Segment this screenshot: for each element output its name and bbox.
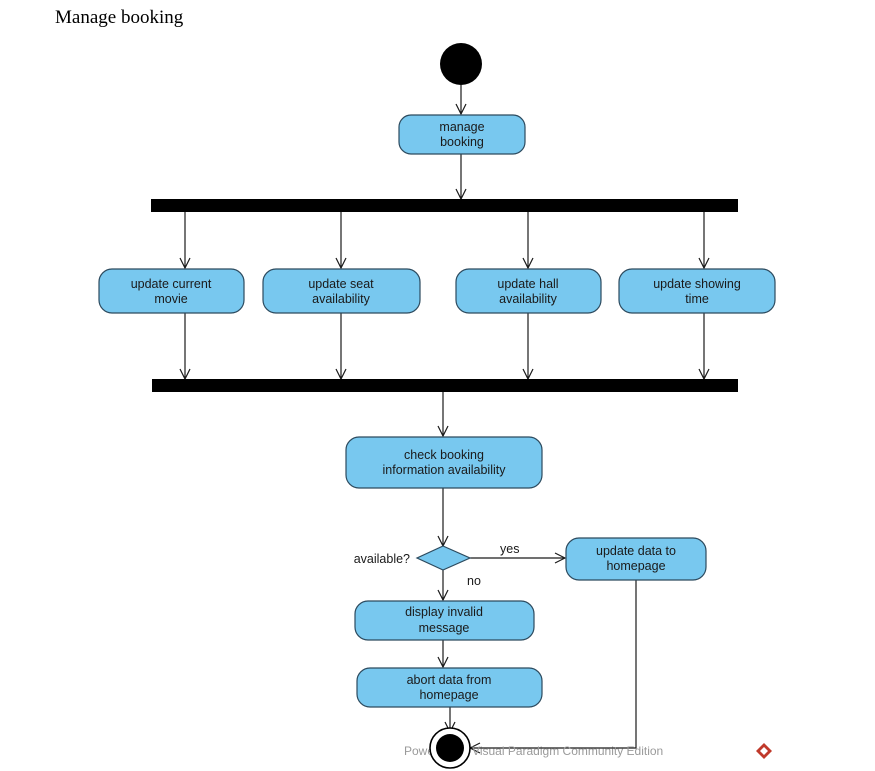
action-update-data-homepage: update data to homepage — [565, 537, 707, 581]
action-abort-data-homepage-line1: abort data from — [407, 673, 492, 687]
action-update-seat-availability-line1: update seat — [308, 277, 374, 291]
action-display-invalid-message-line1: display invalid — [405, 605, 483, 619]
final-node — [429, 727, 471, 769]
action-update-hall-availability-line2: availability — [499, 292, 557, 306]
action-check-booking-info: check booking information availability — [345, 436, 543, 489]
visual-paradigm-logo-icon — [756, 743, 772, 759]
action-update-data-homepage-line2: homepage — [606, 559, 665, 573]
page-title: Manage booking — [55, 7, 184, 28]
action-update-current-movie-line2: movie — [154, 292, 187, 306]
action-abort-data-homepage-line2: homepage — [419, 688, 478, 702]
action-update-showing-time-line1: update showing — [653, 277, 741, 291]
initial-node — [440, 43, 482, 85]
action-update-seat-availability-line2: availability — [312, 292, 370, 306]
decision-available — [415, 545, 472, 571]
action-display-invalid-message: display invalid message — [354, 600, 535, 641]
action-update-current-movie: update current movie — [98, 268, 245, 314]
decision-yes-label: yes — [500, 542, 519, 556]
action-manage-booking-line2: booking — [440, 135, 484, 149]
action-manage-booking: manage booking — [398, 114, 526, 155]
decision-question-label: available? — [354, 552, 410, 566]
join-bar — [152, 379, 738, 392]
decision-no-label: no — [467, 574, 481, 588]
action-update-showing-time: update showing time — [618, 268, 776, 314]
fork-bar — [151, 199, 738, 212]
action-update-hall-availability: update hall availability — [455, 268, 602, 314]
action-update-seat-availability: update seat availability — [262, 268, 421, 314]
edges — [185, 85, 704, 748]
action-update-hall-availability-line1: update hall — [497, 277, 558, 291]
action-manage-booking-line1: manage — [439, 120, 484, 134]
action-display-invalid-message-line2: message — [419, 621, 470, 635]
action-update-current-movie-line1: update current — [131, 277, 212, 291]
action-update-showing-time-line2: time — [685, 292, 709, 306]
action-update-data-homepage-line1: update data to — [596, 544, 676, 558]
action-abort-data-homepage: abort data from homepage — [356, 667, 543, 708]
edge-update-to-end — [470, 580, 637, 748]
action-check-booking-info-line1: check booking — [404, 448, 484, 462]
action-check-booking-info-line2: information availability — [383, 463, 507, 477]
